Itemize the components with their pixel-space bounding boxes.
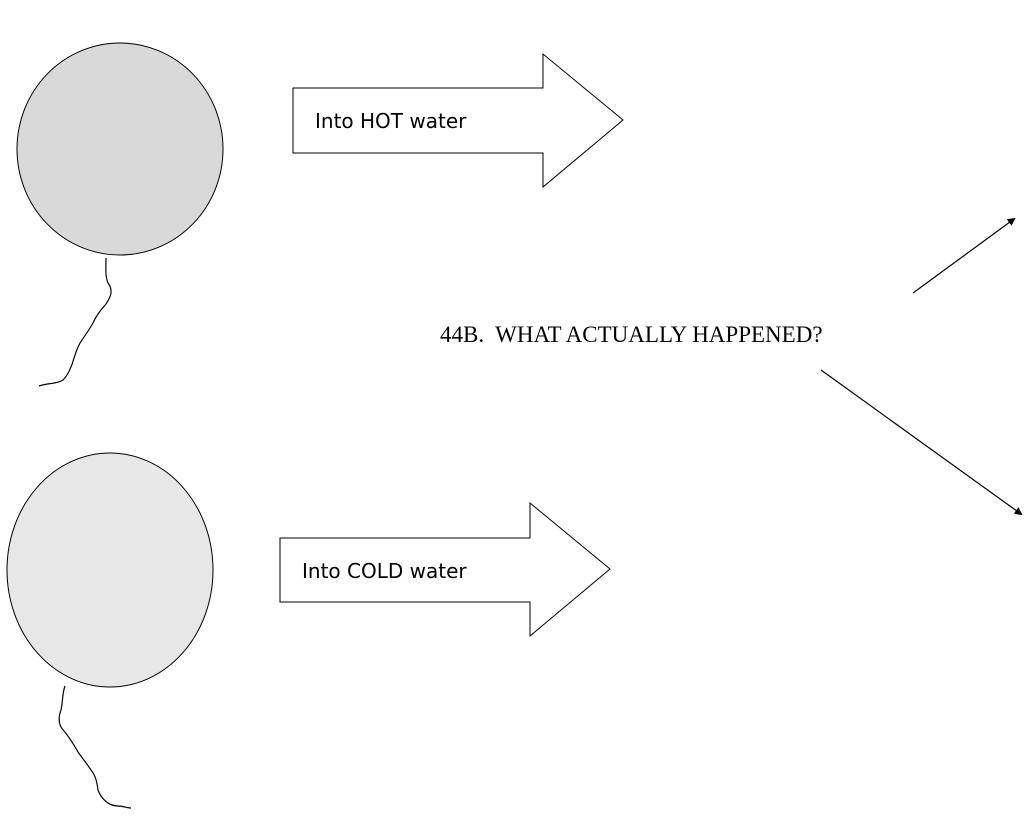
balloon-cold-string [58, 685, 132, 809]
arrow-hot-label: Into HOT water [315, 109, 467, 133]
arrow-hot-shape [292, 52, 624, 189]
balloon-hot-string [38, 257, 112, 387]
balloon-hot-body [16, 42, 224, 256]
balloon-cold [6, 452, 214, 809]
pointer-arrow-up [912, 217, 1016, 294]
arrow-cold-water: Into COLD water [279, 501, 611, 638]
arrow-cold-label: Into COLD water [302, 559, 467, 583]
arrow-hot-water: Into HOT water [292, 52, 624, 189]
question-text: 44B. WHAT ACTUALLY HAPPENED? [440, 322, 823, 347]
arrow-cold-shape [279, 501, 611, 638]
pointer-arrow-down [820, 369, 1023, 516]
balloon-cold-body [6, 452, 214, 688]
balloon-hot [16, 42, 224, 387]
